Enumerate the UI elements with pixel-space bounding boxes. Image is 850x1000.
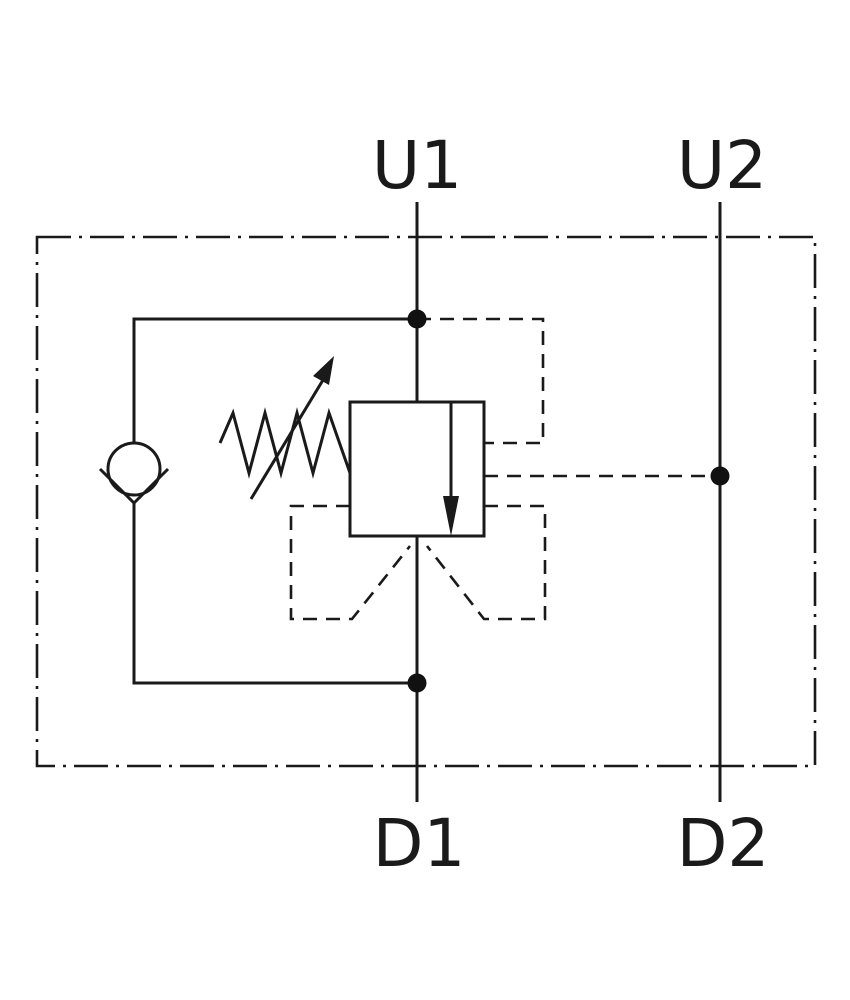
port-label-d2: D2 (677, 805, 770, 882)
junction-node-bottom (407, 673, 427, 693)
bypass-line-bottom (132, 503, 417, 685)
junction-node-top (407, 309, 427, 329)
spring-icon (218, 407, 352, 479)
port-label-u1: U1 (372, 127, 462, 204)
check-valve (98, 441, 170, 506)
port-label-d1: D1 (373, 805, 466, 882)
bypass-line-top (132, 317, 417, 443)
valve-body-boundary (35, 235, 817, 768)
valve-spool-box (348, 400, 486, 538)
drain-housing-right (425, 504, 547, 621)
pilot-line-u1 (417, 317, 545, 445)
adjustable-arrow-icon (249, 356, 334, 500)
port-label-u2: U2 (677, 127, 767, 204)
junction-node-u2 (710, 466, 730, 486)
flow-arrow-icon (443, 402, 459, 536)
drain-housing-left (289, 504, 412, 621)
